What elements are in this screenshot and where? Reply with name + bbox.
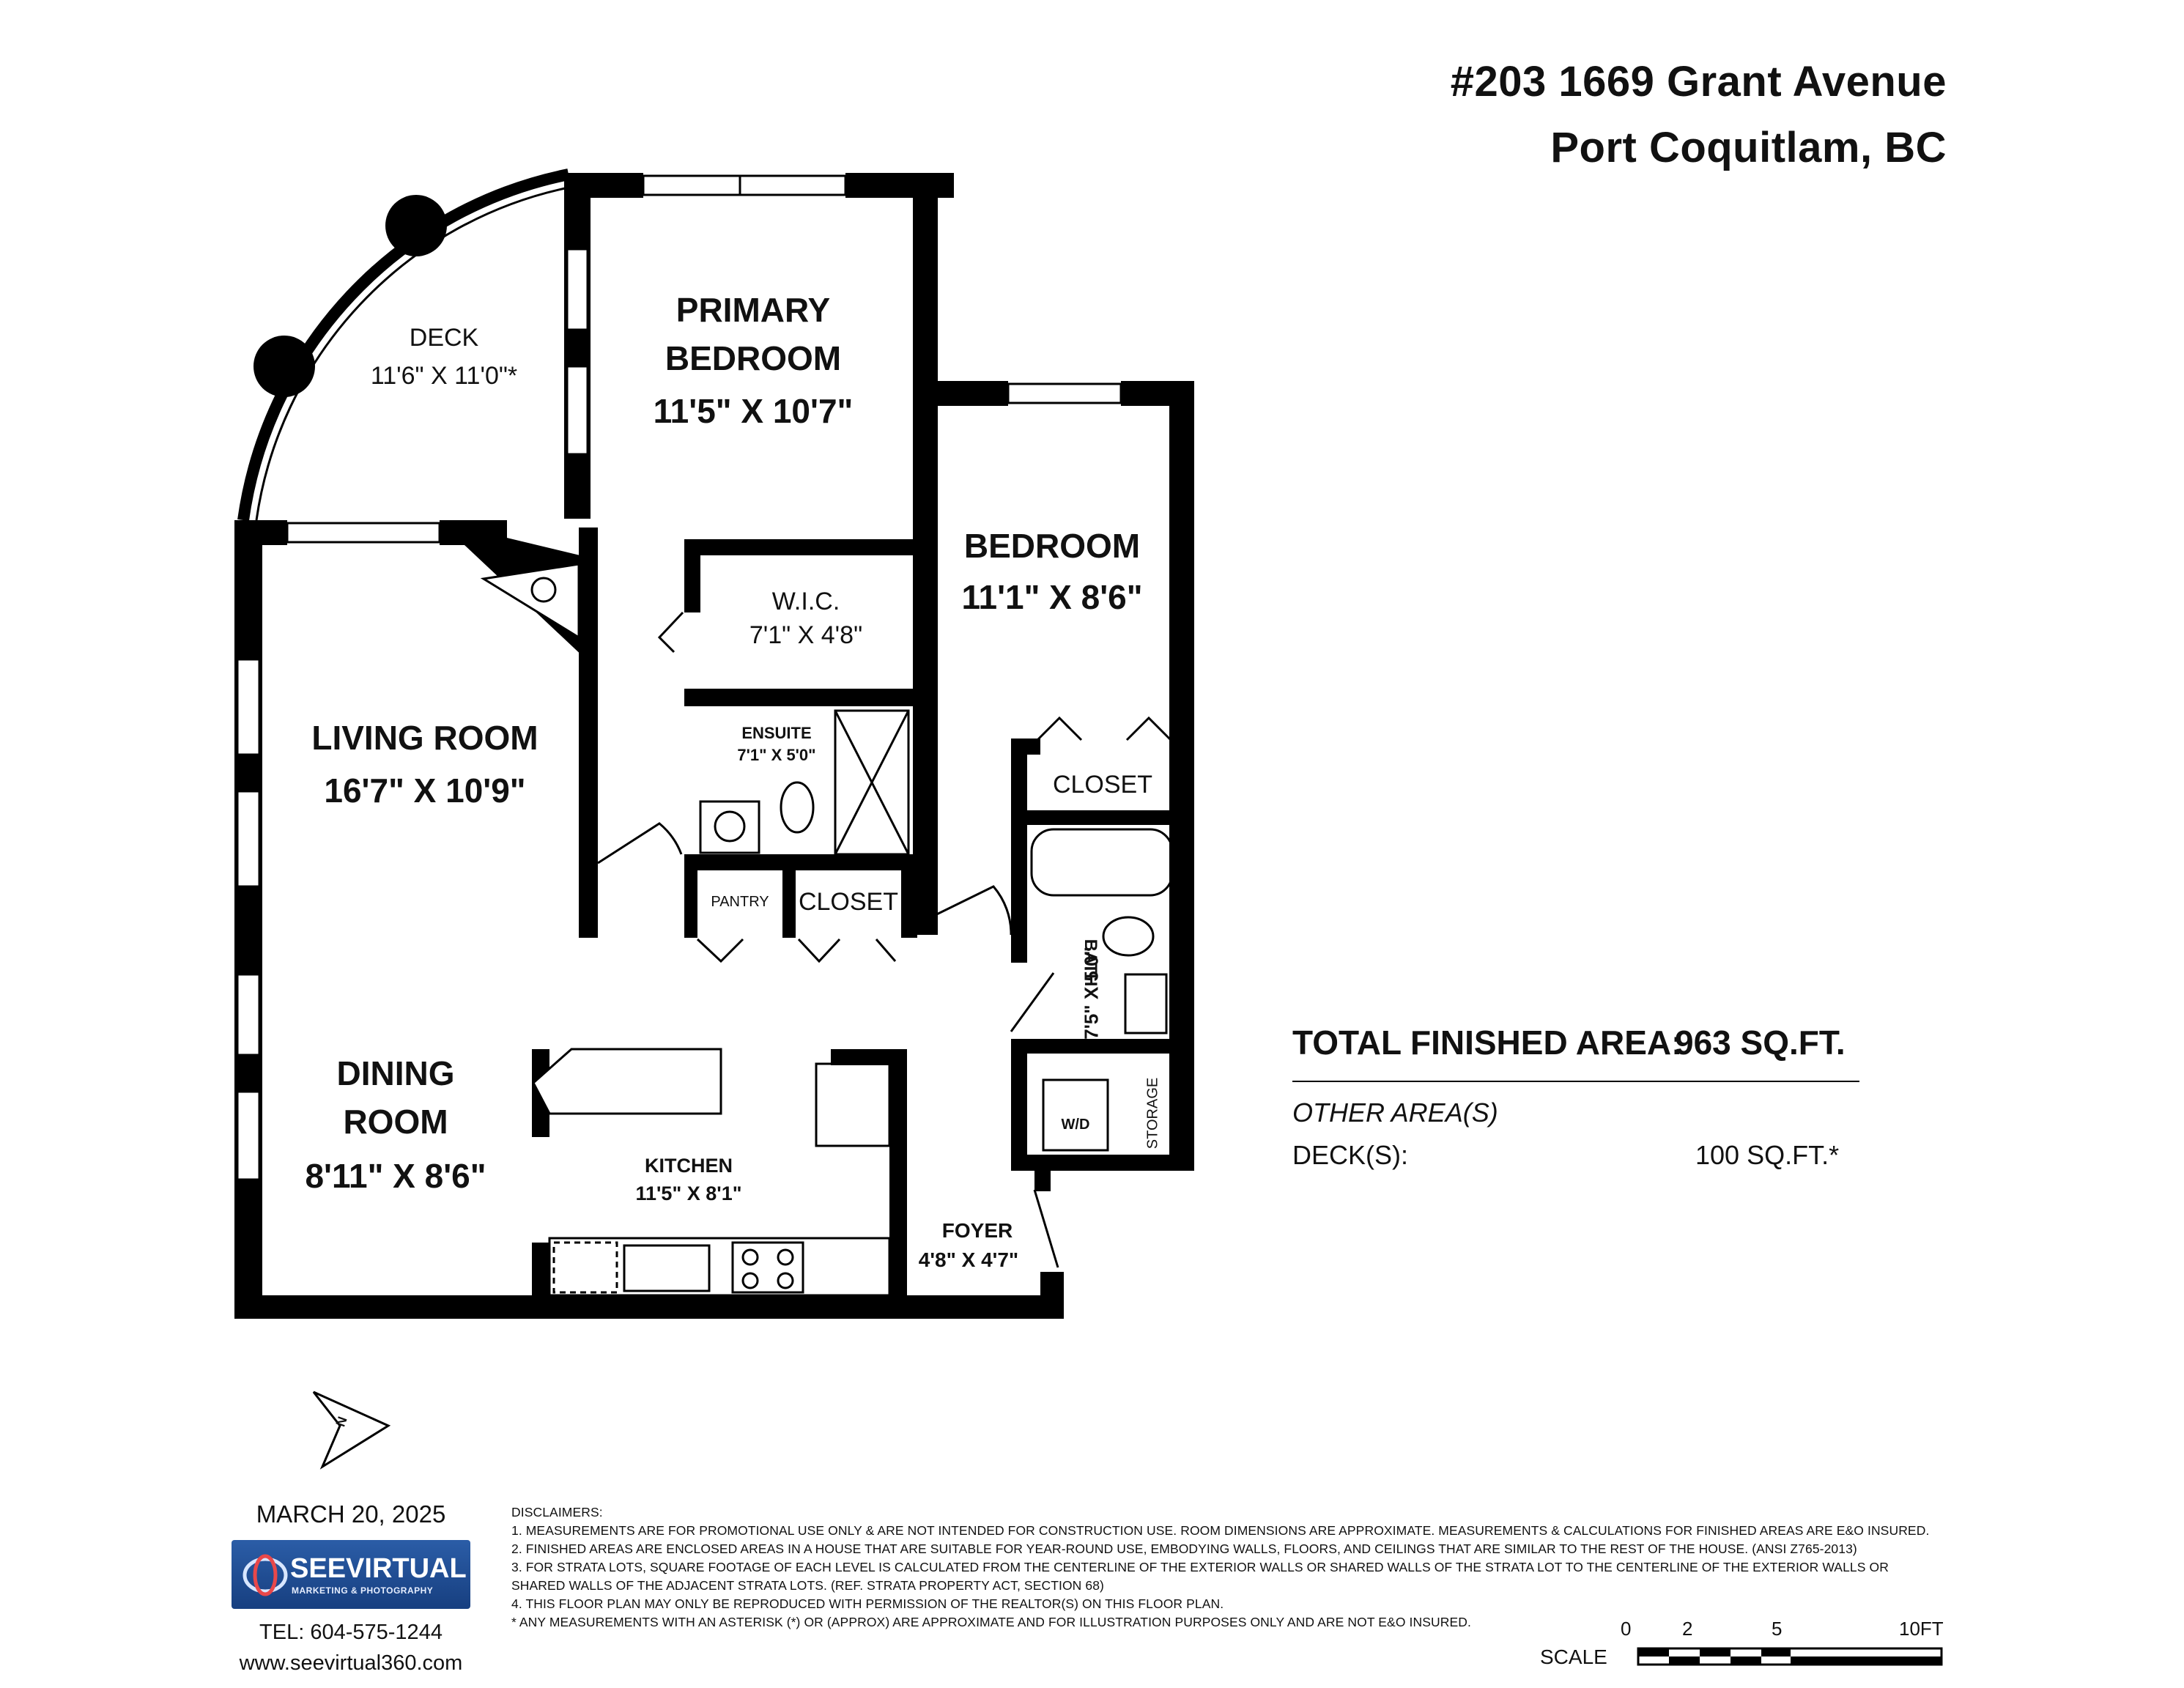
scale-tick: 5 xyxy=(1772,1618,1783,1640)
deck-area-label: DECK(S): xyxy=(1292,1140,1409,1170)
address-line-2: Port Coquitlam, BC xyxy=(1550,124,1947,171)
scale-tick: 10FT xyxy=(1899,1618,1944,1640)
storage-label: STORAGE xyxy=(1144,1077,1161,1150)
scale-tick: 2 xyxy=(1682,1618,1693,1640)
company-logo: SEEVIRTUAL MARKETING & PHOTOGRAPHY xyxy=(232,1540,470,1609)
other-areas-label: OTHER AREA(S) xyxy=(1292,1097,1498,1128)
dining-room-label-2: ROOM xyxy=(343,1103,448,1141)
scale-bar xyxy=(1637,1647,1943,1666)
primary-bedroom-label-2: BEDROOM xyxy=(665,339,842,377)
contact-website[interactable]: www.seevirtual360.com xyxy=(239,1651,463,1675)
foyer-dims: 4'8" X 4'7" xyxy=(918,1248,1019,1271)
contact-phone: TEL: 604-575-1244 xyxy=(259,1621,443,1644)
disclaimer-line: * ANY MEASUREMENTS WITH AN ASTERISK (*) … xyxy=(511,1615,1471,1629)
windows xyxy=(236,174,1122,1181)
disclaimer-line: SHARED WALLS OF THE ADJACENT STRATA LOTS… xyxy=(511,1578,1104,1593)
ensuite-dims: 7'1" X 5'0" xyxy=(737,746,816,764)
logo-name: SEEVIRTUAL xyxy=(290,1553,467,1584)
deck-label: DECK xyxy=(409,324,479,352)
deck-area-value: 100 SQ.FT.* xyxy=(1695,1140,1840,1170)
dining-room-dims: 8'11" X 8'6" xyxy=(305,1157,486,1195)
kitchen-dims: 11'5" X 8'1" xyxy=(635,1182,742,1204)
closet-bedroom-label: CLOSET xyxy=(1052,771,1153,799)
ensuite-label: ENSUITE xyxy=(741,724,812,742)
door-swings xyxy=(597,611,1172,1268)
disclaimer-line: 2. FINISHED AREAS ARE ENCLOSED AREAS IN … xyxy=(511,1541,1857,1556)
pantry-label: PANTRY xyxy=(711,894,769,910)
dining-room-label-1: DINING xyxy=(336,1054,455,1092)
bath-dims: 7'5" X 5'0" xyxy=(1080,947,1103,1040)
logo-tagline: MARKETING & PHOTOGRAPHY xyxy=(292,1585,434,1596)
kitchen-fixtures xyxy=(532,1048,891,1297)
disclaimer-line: 3. FOR STRATA LOTS, SQUARE FOOTAGE OF EA… xyxy=(511,1560,1889,1574)
wic-dims: 7'1" X 4'8" xyxy=(749,621,863,649)
address-line-1: #203 1669 Grant Avenue xyxy=(1450,58,1947,106)
total-area-label: TOTAL FINISHED AREA: xyxy=(1292,1023,1683,1062)
deck-dims: 11'6" X 11'0"* xyxy=(370,362,518,390)
closet-hall-label: CLOSET xyxy=(798,888,899,916)
disclaimer-line: 4. THIS FLOOR PLAN MAY ONLY BE REPRODUCE… xyxy=(511,1596,1224,1611)
living-room-dims: 16'7" X 10'9" xyxy=(324,771,526,810)
disclaimers-heading: DISCLAIMERS: xyxy=(511,1505,603,1519)
total-area-value: 963 SQ.FT. xyxy=(1675,1023,1846,1062)
fireplace xyxy=(440,522,586,659)
north-arrow-icon xyxy=(312,1391,391,1470)
foyer-label: FOYER xyxy=(941,1219,1013,1242)
scale-label: SCALE xyxy=(1540,1646,1607,1668)
kitchen-label: KITCHEN xyxy=(645,1155,733,1177)
logo-swirl-icon xyxy=(243,1554,288,1596)
scale-tick: 0 xyxy=(1621,1618,1632,1640)
bedroom-dims: 11'1" X 8'6" xyxy=(961,578,1143,616)
walls xyxy=(234,173,1194,1319)
bath-fixtures xyxy=(699,709,1174,1152)
primary-bedroom-dims: 11'5" X 10'7" xyxy=(653,392,854,430)
wic-label: W.I.C. xyxy=(771,588,840,615)
deck-outline xyxy=(237,169,570,522)
disclaimer-line: 1. MEASUREMENTS ARE FOR PROMOTIONAL USE … xyxy=(511,1523,1930,1538)
primary-bedroom-label-1: PRIMARY xyxy=(675,291,831,329)
bedroom-label: BEDROOM xyxy=(963,527,1141,565)
washer-dryer-label: W/D xyxy=(1061,1117,1090,1133)
plan-date: MARCH 20, 2025 xyxy=(256,1500,446,1528)
living-room-label: LIVING ROOM xyxy=(311,719,538,757)
